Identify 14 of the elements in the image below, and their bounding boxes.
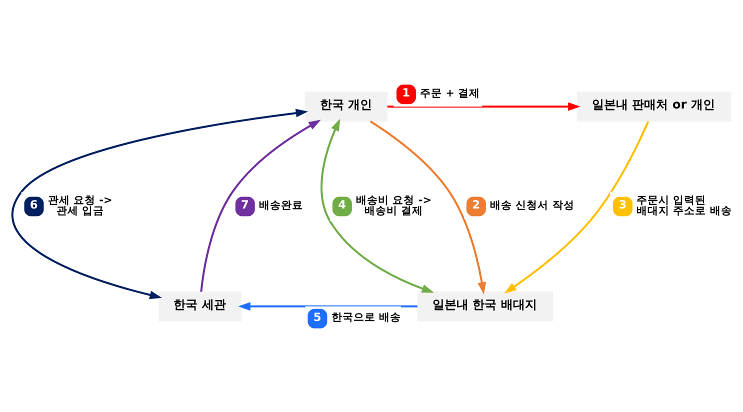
edge-label: 관세 요청 -> 관세 입금 [48, 194, 112, 217]
label: 2 [472, 197, 480, 212]
label: 6 [30, 197, 38, 212]
edge-label: 배송완료 [258, 198, 303, 211]
edge-label: 한국으로 배송 [331, 311, 401, 324]
label: 3 [618, 197, 627, 212]
edge-label: 배송비 요청 -> 배송비 결제 [356, 194, 432, 217]
edge-label: 주문 + 결제 [420, 86, 480, 99]
label: 4 [338, 197, 346, 212]
edge-label: 주문시 입력된 배대지 주소로 배송 [636, 194, 732, 217]
label: 1 [402, 85, 410, 100]
label: 7 [241, 197, 249, 212]
label: 5 [313, 309, 322, 324]
edge-label: 배송 신청서 작성 [490, 198, 574, 211]
